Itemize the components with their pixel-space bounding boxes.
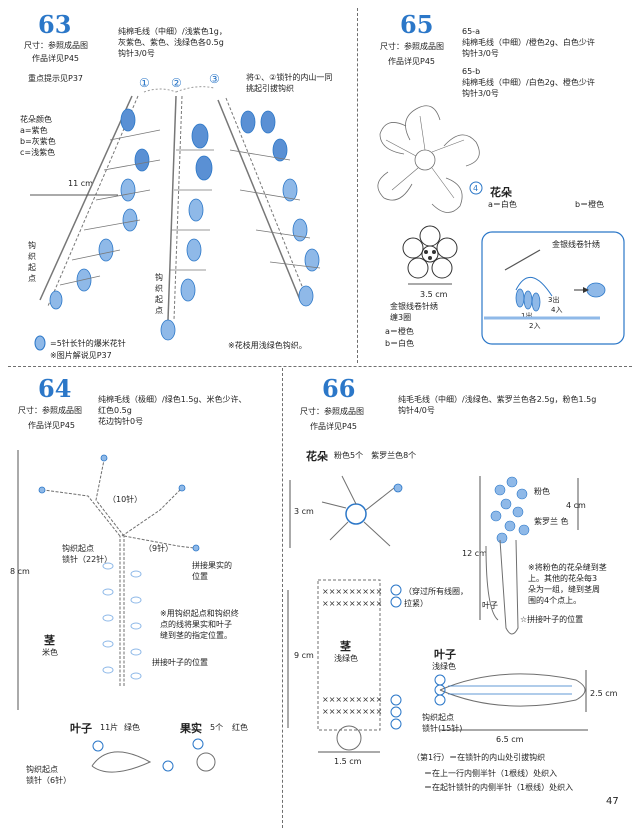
row27-66: （穿过所有线圈， <box>404 587 468 596</box>
leaf-color-64: 绿色 <box>124 723 140 732</box>
pattern-number-63: 63 <box>38 10 72 39</box>
dim-12cm-66: 12 cm <box>462 549 487 558</box>
start-left-63: 钩织起点 <box>28 241 36 283</box>
dim-65cm-66: 6.5 cm <box>496 735 524 744</box>
divider-vertical-bottom <box>282 368 283 828</box>
materials-65a: 65-a 纯棉毛线（中细）/橙色2g、白色少许 钩针3/0号 <box>462 27 595 58</box>
pattern-number-64: 64 <box>38 374 72 403</box>
step1-65: 1出 <box>521 312 533 320</box>
pink-66: 粉色 <box>534 487 550 496</box>
legend2-66: ＝在上一行内侧半针（1根线）处织入 <box>424 769 558 778</box>
svg-text:×××××××××: ××××××××× <box>322 695 382 704</box>
marker-3-63: ③ <box>209 72 220 86</box>
stem-title-64: 茎 <box>44 634 55 647</box>
dim-3cm-66: 3 cm <box>294 507 314 516</box>
leaf-start-64: 钩织起点 锁针（6针） <box>26 765 72 785</box>
pattern-number-65: 65 <box>400 10 434 39</box>
works-ref-64: 作品详见P45 <box>28 421 76 430</box>
leaf-title-64: 叶子 <box>70 722 92 735</box>
dim-11cm-63: 11 cm <box>68 179 93 188</box>
pattern-number-66: 66 <box>322 374 356 403</box>
flower-colors-63: 花朵颜色 a=紫色 b=灰紫色 c=浅紫色 <box>20 115 56 157</box>
violet-66: 紫罗兰 色 <box>534 517 569 526</box>
divider-vertical-top <box>357 8 358 363</box>
svg-text:×××××××××: ××××××××× <box>322 707 382 716</box>
fruit-color-64: 红色 <box>232 723 248 732</box>
color-a-65: a＝白色 <box>488 200 517 209</box>
key-ref-63: 重点提示见P37 <box>28 74 84 83</box>
divider-horizontal <box>8 366 632 367</box>
ch9-64: （9针） <box>144 544 174 553</box>
works-ref-65: 作品详见P45 <box>388 57 436 66</box>
marker-2-63: ② <box>171 76 182 90</box>
legend-popcorn-63: =5针长针的爆米花针 <box>50 339 126 348</box>
materials-64: 纯棉毛线（极细）/绿色1.5g、米色少许、 红色0.5g 花边钩针0号 <box>98 395 247 426</box>
svg-text:×××××××××: ××××××××× <box>322 599 382 608</box>
box-title-65: 金银线卷针绣 <box>552 240 600 249</box>
fruit-title-64: 果实 <box>180 722 202 735</box>
sew-note-66: ※将粉色的花朵缝到茎 上。其他的花朵每3 朵为一组，缝到茎周 围的4个点上。 <box>528 563 607 605</box>
flower-title-66: 花朵 <box>306 450 328 463</box>
materials-63: 纯棉毛线（中细）/浅紫色1g， 灰紫色、紫色、浅绿色各0.5g 钩针3/0号 <box>118 27 227 58</box>
legend3-66: ＝在起针锁针的内侧半针（1根线）处织入 <box>424 783 574 792</box>
step3-65: 3出 <box>548 296 560 304</box>
start-mid-63: 钩织起点 <box>155 273 163 315</box>
materials-66: 纯毛毛线（中细）/浅绿色、紫罗兰色各2.5g，粉色1.5g 钩针4/0号 <box>398 395 597 415</box>
leaf-start-66: 钩织起点 锁针(15针) <box>422 713 463 733</box>
marker-1-63: ① <box>139 76 150 90</box>
page-number: 47 <box>606 796 619 807</box>
dim-9cm-66: 9 cm <box>294 651 314 660</box>
fruit-pos-64: 拼接果实的 位置 <box>192 561 232 581</box>
stem-color-66: 浅绿色 <box>334 654 358 663</box>
size-ref-66: 尺寸：参照成品图 <box>300 407 364 416</box>
leaf-count-64: 11片 <box>100 723 119 732</box>
callout-63: 将①、②锁针的内山一同 挑起引拔钩织 <box>246 73 333 93</box>
size-ref-65: 尺寸：参照成品图 <box>380 42 444 51</box>
materials-65b: 65-b 纯棉毛线（中细）/白色2g、橙色少许 钩针3/0号 <box>462 67 595 98</box>
color-b-65: b＝橙色 <box>575 200 605 209</box>
leaf-pos-64: 拼接叶子的位置 <box>152 658 208 667</box>
size-ref-63: 尺寸：参照成品图 <box>24 41 88 50</box>
dim-25cm-66: 2.5 cm <box>590 689 618 698</box>
leaf-title-66: 叶子 <box>434 648 456 661</box>
fruit-count-64: 5个 <box>210 723 224 732</box>
diagram-63 <box>30 86 321 351</box>
flower-counts-66: 粉色5个 紫罗兰色8个 <box>334 451 417 460</box>
works-ref-66: 作品详见P45 <box>310 422 358 431</box>
step2-65: 2入 <box>529 322 541 330</box>
ch10-64: （10针） <box>108 495 143 504</box>
stem-color-64: 米色 <box>42 648 58 657</box>
leaf-pos-66: ☆拼接叶子的位置 <box>520 615 584 624</box>
stem-title-66: 茎 <box>340 640 351 653</box>
a-orange-65: a＝橙色 <box>385 327 414 336</box>
svg-text:4: 4 <box>473 184 478 193</box>
dim-4cm-66: 4 cm <box>566 501 586 510</box>
step4-65: 4入 <box>551 306 563 314</box>
leaf-lbl-66: 叶子 <box>482 601 498 610</box>
dim-35cm-65: 3.5 cm <box>420 290 448 299</box>
note-stem-63: ※花枝用浅绿色钩织。 <box>228 341 307 350</box>
diagram-64 <box>17 450 216 773</box>
legend1-66: （第1行）＝在锁针的内山处引拔钩织 <box>412 753 546 762</box>
works-ref-63: 作品详见P45 <box>32 54 80 63</box>
leaf-color-66: 浅绿色 <box>432 662 456 671</box>
diagram-65: 4 <box>377 105 625 345</box>
note-64: ※用钩织起点和钩织终 点的线将果实和叶子 缝到茎的指定位置。 <box>160 609 239 640</box>
dim-15cm-66: 1.5 cm <box>334 757 362 766</box>
row28-66: 拉紧） <box>404 599 428 608</box>
flower-label-65: 花朵 <box>490 186 512 199</box>
embroider-65: 金银线卷针绣 缠3圈 <box>390 302 438 322</box>
b-white-65: b＝白色 <box>385 339 415 348</box>
start-64: 钩织起点 锁针（22针） <box>62 544 113 564</box>
legend-ref-63: ※图片解说见P37 <box>50 351 112 360</box>
dim-8cm-64: 8 cm <box>10 567 30 576</box>
svg-text:×××××××××: ××××××××× <box>322 587 382 596</box>
size-ref-64: 尺寸：参照成品图 <box>18 406 82 415</box>
